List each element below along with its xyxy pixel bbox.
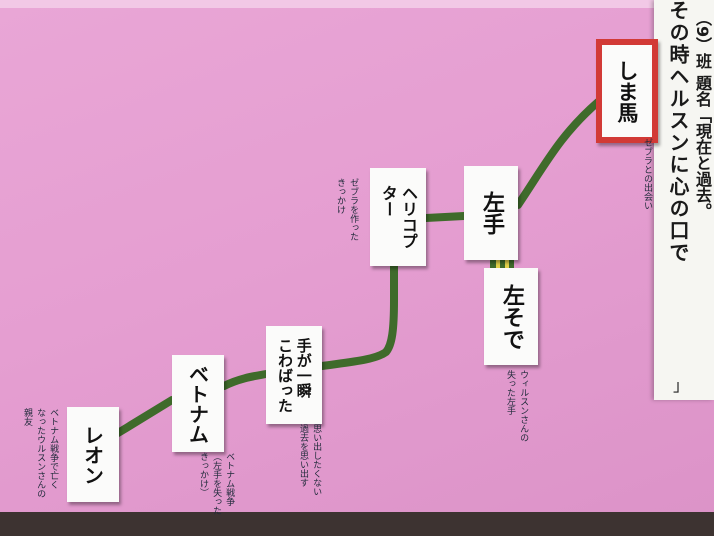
- card-hidarisode-label: 左そで: [499, 283, 524, 350]
- connector-hidarite-shimauma: [514, 98, 602, 209]
- connector-helicopter-hidarite: [422, 212, 468, 222]
- note-helicopter: ゼブラを作った きっかけ: [335, 178, 359, 241]
- card-helicopter-label: ヘリコプ ター: [379, 185, 418, 249]
- card-shimauma-label: しま馬: [615, 59, 639, 123]
- table-surface: [0, 512, 714, 536]
- card-te-ga-isshun-label: 手が一瞬 こわばった: [276, 337, 313, 413]
- note-te-ga-isshun: 思い出したくない 過去を思い出す: [298, 424, 322, 496]
- note-leon: ベトナム戦争で亡く なったウルスンさんの 親友: [22, 408, 59, 498]
- poster-title: その時ヘルスンに心の口で: [666, 0, 690, 264]
- connector-hidarite-hidarisode: [490, 257, 514, 271]
- card-vietnam: ベトナム: [172, 355, 224, 452]
- note-shimauma: ゼブラとの出会い: [642, 138, 653, 210]
- card-leon: レオン: [67, 407, 119, 502]
- team-and-title: （9）班 題名「現在と過去。: [693, 10, 712, 219]
- card-leon-label: レオン: [80, 424, 105, 485]
- card-hidarite-label: 左手: [479, 191, 504, 235]
- connector-vietnam-tegaisshun: [220, 370, 270, 390]
- connector-leon-vietnam: [114, 396, 176, 437]
- card-hidarisode: 左そで: [484, 268, 538, 365]
- card-vietnam-label: ベトナム: [185, 363, 210, 444]
- card-hidarite: 左手: [464, 166, 518, 260]
- card-te-ga-isshun: 手が一瞬 こわばった: [266, 326, 322, 424]
- title-sheet: [654, 0, 714, 400]
- note-hidarisode: ウィルスンさんの 失った左手: [505, 370, 529, 442]
- note-vietnam: ベトナム戦争 （左手を失った きっかけ）: [198, 452, 235, 515]
- connector-tegaisshun-helicopter: [318, 262, 398, 370]
- title-close-mark: 」: [673, 376, 690, 395]
- card-shimauma: しま馬: [596, 39, 658, 143]
- poster-top-edge: [0, 0, 660, 8]
- card-helicopter: ヘリコプ ター: [370, 168, 426, 266]
